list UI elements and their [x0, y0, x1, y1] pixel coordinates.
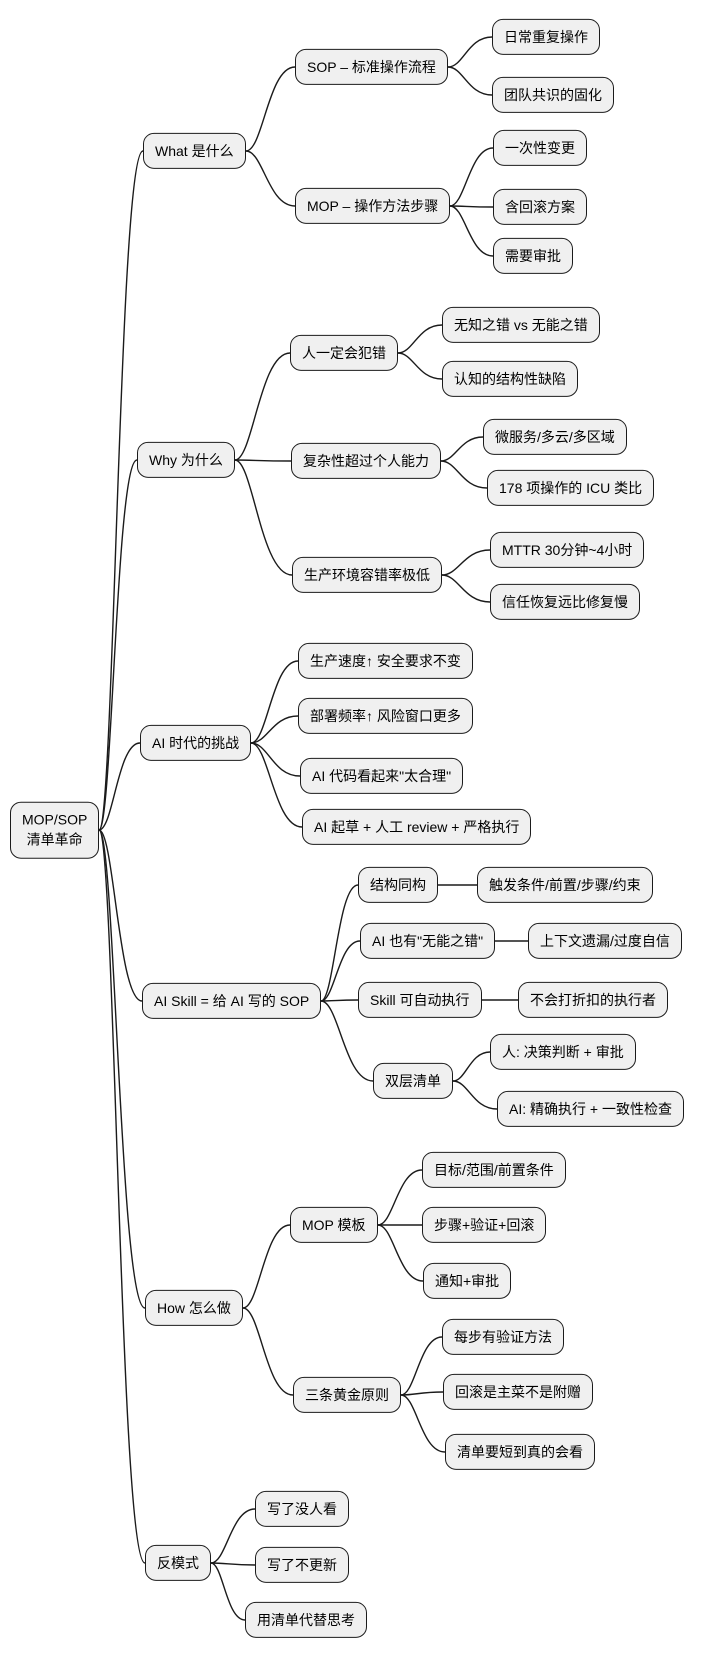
mindmap-node-iso[interactable]: 结构同构 [358, 866, 438, 904]
mindmap-node-anti1[interactable]: 写了没人看 [255, 1490, 349, 1528]
connector-anti-anti3 [210, 1562, 246, 1621]
connector-skill-dual [320, 1000, 374, 1082]
connector-root-what [98, 150, 144, 831]
connector-prod-prod1 [441, 549, 491, 576]
mindmap-node-why[interactable]: Why 为什么 [137, 441, 235, 479]
mindmap-node-ai1[interactable]: 生产速度↑ 安全要求不变 [298, 642, 473, 680]
connector-dual-dual1 [452, 1051, 491, 1082]
connector-err-err2 [397, 352, 443, 380]
mindmap-node-tmpl3[interactable]: 通知+审批 [423, 1262, 512, 1300]
connector-how-tmpl [242, 1224, 291, 1309]
connector-mop-mop3 [449, 205, 494, 257]
mindmap-node-gold2[interactable]: 回滚是主菜不是附赠 [443, 1373, 593, 1411]
connector-cplx-cplx1 [440, 436, 484, 462]
mindmap-node-gold3[interactable]: 清单要短到真的会看 [445, 1433, 595, 1471]
connector-cplx-cplx2 [440, 460, 488, 489]
mindmap-node-iso1[interactable]: 触发条件/前置/步骤/约束 [477, 866, 653, 904]
mindmap-node-prod1[interactable]: MTTR 30分钟~4小时 [490, 531, 645, 569]
mindmap-node-tmpl[interactable]: MOP 模板 [290, 1206, 378, 1244]
mindmap-node-anti[interactable]: 反模式 [145, 1544, 211, 1582]
connector-mop-mop2 [449, 205, 494, 208]
connector-what-mop [245, 150, 296, 207]
mindmap-node-prod[interactable]: 生产环境容错率极低 [292, 556, 442, 594]
mindmap-node-mop1[interactable]: 一次性变更 [493, 129, 587, 167]
mindmap-node-sop1[interactable]: 日常重复操作 [492, 18, 600, 56]
connector-root-anti [98, 829, 146, 1564]
connector-sop-sop1 [447, 36, 493, 68]
connector-skill-iso [320, 884, 359, 1002]
mindmap-node-how[interactable]: How 怎么做 [145, 1289, 243, 1327]
connector-tmpl-tmpl1 [377, 1169, 423, 1226]
connector-anti-anti1 [210, 1508, 256, 1564]
mindmap-node-err2[interactable]: 认知的结构性缺陷 [442, 360, 578, 398]
connector-how-gold [242, 1307, 294, 1396]
connector-skill-aierr [320, 940, 361, 1002]
mindmap-node-what[interactable]: What 是什么 [143, 132, 246, 170]
connector-what-sop [245, 66, 296, 152]
mindmap-node-dual[interactable]: 双层清单 [373, 1062, 453, 1100]
mindmap-node-ai3[interactable]: AI 代码看起来"太合理" [300, 757, 464, 795]
connector-skill-auto [320, 999, 359, 1002]
mindmap-node-mop3[interactable]: 需要审批 [493, 237, 573, 275]
mindmap-node-ai2[interactable]: 部署频率↑ 风险窗口更多 [298, 697, 473, 735]
connector-why-err [234, 352, 291, 461]
connector-root-skill [98, 829, 143, 1002]
mindmap-node-anti3[interactable]: 用清单代替思考 [245, 1601, 367, 1639]
connector-ai-ai2 [250, 715, 299, 744]
mindmap-node-auto[interactable]: Skill 可自动执行 [358, 981, 482, 1019]
connector-root-ai [98, 742, 141, 831]
connector-gold-gold1 [400, 1336, 443, 1396]
mindmap-node-aierr[interactable]: AI 也有"无能之错" [360, 922, 496, 960]
connector-why-prod [234, 459, 293, 576]
mindmap-node-mop2[interactable]: 含回滚方案 [493, 188, 587, 226]
connector-mop-mop1 [449, 147, 494, 207]
connector-ai-ai3 [250, 742, 301, 777]
connector-dual-dual2 [452, 1080, 498, 1110]
connector-root-why [98, 459, 138, 831]
mindmap-node-cplx2[interactable]: 178 项操作的 ICU 类比 [487, 469, 655, 507]
connector-err-err1 [397, 324, 443, 354]
connector-ai-ai1 [250, 660, 299, 744]
mindmap-node-err1[interactable]: 无知之错 vs 无能之错 [442, 306, 600, 344]
mindmap-node-dual2[interactable]: AI: 精确执行 + 一致性检查 [497, 1090, 684, 1128]
mindmap-node-auto1[interactable]: 不会打折扣的执行者 [518, 981, 668, 1019]
mindmap-node-ai[interactable]: AI 时代的挑战 [140, 724, 252, 762]
connector-gold-gold3 [400, 1394, 446, 1453]
connector-prod-prod2 [441, 574, 491, 603]
mindmap-node-sop[interactable]: SOP – 标准操作流程 [295, 48, 448, 86]
mindmap-node-aierr1[interactable]: 上下文遗漏/过度自信 [528, 922, 682, 960]
mindmap-node-root[interactable]: MOP/SOP 清单革命 [10, 801, 100, 859]
mindmap-node-cplx1[interactable]: 微服务/多云/多区域 [483, 418, 627, 456]
mindmap-node-sop2[interactable]: 团队共识的固化 [492, 76, 614, 114]
connector-anti-anti2 [210, 1562, 256, 1566]
connector-gold-gold2 [400, 1391, 444, 1396]
mindmap-node-err[interactable]: 人一定会犯错 [290, 334, 398, 372]
connector-why-cplx [234, 459, 292, 462]
mindmap-node-skill[interactable]: AI Skill = 给 AI 写的 SOP [142, 982, 322, 1020]
mindmap-node-gold[interactable]: 三条黄金原则 [293, 1376, 401, 1414]
mindmap-node-gold1[interactable]: 每步有验证方法 [442, 1318, 564, 1356]
mindmap-node-anti2[interactable]: 写了不更新 [255, 1546, 349, 1584]
mindmap-node-mop[interactable]: MOP – 操作方法步骤 [295, 187, 451, 225]
mindmap-node-dual1[interactable]: 人: 决策判断 + 审批 [490, 1033, 636, 1071]
connector-root-how [98, 829, 146, 1309]
mindmap-node-tmpl2[interactable]: 步骤+验证+回滚 [422, 1206, 547, 1244]
mindmap-node-ai4[interactable]: AI 起草 + 人工 review + 严格执行 [302, 808, 532, 846]
mindmap-node-tmpl1[interactable]: 目标/范围/前置条件 [422, 1151, 566, 1189]
mindmap-node-cplx[interactable]: 复杂性超过个人能力 [291, 442, 441, 480]
connector-tmpl-tmpl3 [377, 1224, 424, 1282]
connector-ai-ai4 [250, 742, 303, 828]
connector-sop-sop2 [447, 66, 493, 96]
mindmap-node-prod2[interactable]: 信任恢复远比修复慢 [490, 583, 640, 621]
